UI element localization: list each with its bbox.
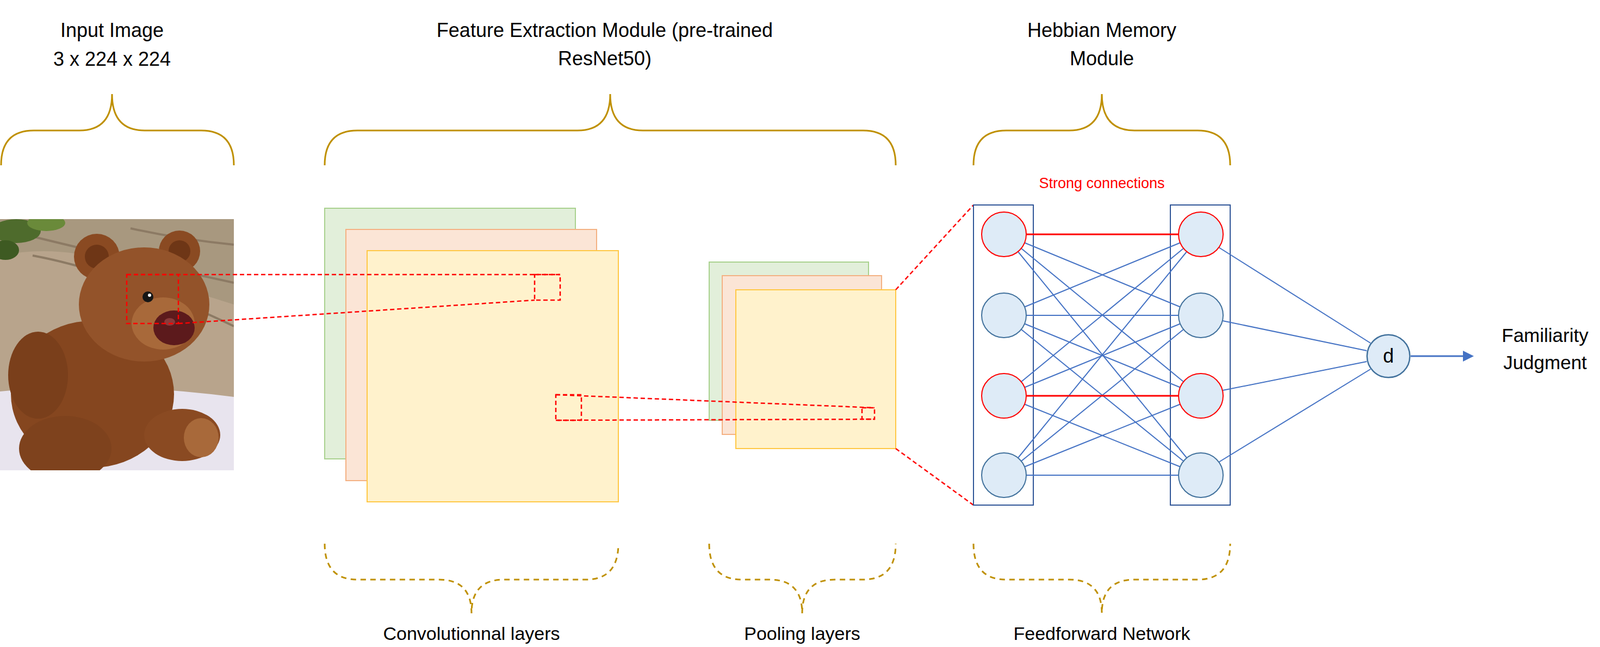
bear-leg: [144, 408, 221, 462]
connection: [1021, 248, 1184, 382]
dashed-box: [534, 274, 561, 301]
connection: [1021, 329, 1184, 462]
dashed-line: [555, 394, 875, 408]
label: 3 x 224 x 224: [30, 45, 194, 74]
dashed-bracket: [709, 543, 896, 614]
neuron: [1178, 453, 1224, 498]
neuron: [1178, 293, 1224, 338]
connection: [1021, 329, 1184, 462]
dashed-bracket: [324, 543, 1231, 614]
bear-head: [78, 247, 210, 362]
pool-layers: [709, 262, 896, 449]
eye-highlight: [147, 293, 152, 297]
label: Feedforward Network: [993, 623, 1211, 644]
connection: [1024, 243, 1181, 308]
dashed-box: [126, 274, 179, 324]
bear-eye: [142, 291, 154, 303]
neuron: [981, 212, 1027, 257]
bracket: [1, 94, 234, 166]
neuron: [981, 453, 1027, 498]
leaf: [27, 219, 66, 232]
arrowhead: [1462, 350, 1474, 362]
dashed-line: [555, 419, 875, 421]
label: Convolutionnal layers: [351, 623, 592, 644]
bracket: [1, 94, 1231, 166]
feature-map: [735, 289, 896, 449]
connection: [1024, 404, 1181, 468]
connections: [1018, 243, 1371, 476]
connection: [1024, 243, 1181, 308]
dashed-bracket: [324, 543, 619, 614]
strong-connection: [1026, 233, 1179, 236]
connection: [1222, 361, 1367, 391]
dashed-bracket: [973, 543, 1231, 614]
dashed-line: [895, 205, 974, 290]
neuron: [1178, 373, 1224, 419]
connection: [1018, 251, 1187, 458]
neuron: [1178, 212, 1224, 257]
label: Pooling layers: [709, 623, 895, 644]
neuron: [981, 293, 1027, 338]
label: Feature Extraction Module (pre-trained R…: [436, 16, 774, 73]
bracket: [973, 94, 1231, 166]
neurons: [981, 212, 1224, 498]
bear-arm: [8, 331, 68, 419]
neuron: [981, 373, 1027, 419]
receptive-field: [126, 205, 974, 506]
label: Familiarity Judgment: [1494, 321, 1596, 377]
label: Hebbian Memory Module: [1012, 16, 1192, 73]
feature-map: [367, 250, 619, 502]
strong-connection: [1026, 395, 1179, 398]
dashed-line: [178, 300, 535, 324]
dashed-box: [555, 394, 582, 421]
bear-leg: [19, 416, 112, 471]
connection: [1021, 248, 1184, 382]
bracket: [324, 94, 896, 166]
connection: [1218, 247, 1371, 344]
input-image: [0, 219, 234, 471]
connection: [1026, 474, 1179, 476]
output-neuron: d: [1366, 333, 1411, 379]
strong-connections: [1026, 234, 1179, 396]
feedforward-network: [973, 205, 1474, 506]
neuron-circle: [1367, 335, 1411, 378]
connection: [1218, 369, 1371, 463]
node-text: d: [1383, 345, 1394, 368]
leaf: [0, 240, 20, 260]
connection: [1018, 251, 1187, 458]
dashed-line: [126, 274, 561, 276]
label: Input Image: [30, 16, 194, 45]
bear-paw: [183, 418, 219, 458]
bear-nose: [153, 310, 195, 346]
dashed-box: [861, 407, 875, 420]
connection: [1024, 404, 1181, 468]
label: Strong connections: [1014, 174, 1189, 193]
layer-box: [973, 205, 1034, 506]
connection: [1222, 320, 1367, 351]
dashed-line: [895, 448, 974, 506]
output-arrow: [1410, 355, 1465, 358]
nose-highlight: [164, 318, 176, 326]
conv-layers: [324, 208, 619, 502]
